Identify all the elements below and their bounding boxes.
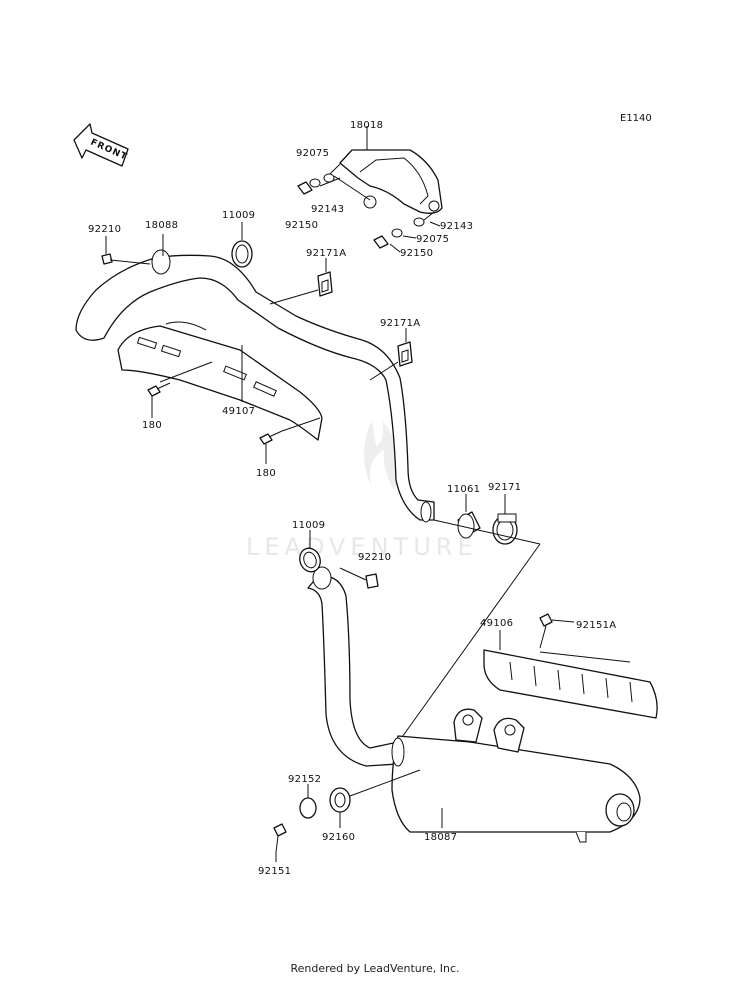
label-92151: 92151 <box>258 866 291 877</box>
label-92152: 92152 <box>288 774 321 785</box>
rear-exhaust-pipe <box>307 566 399 767</box>
gasket-11061 <box>457 511 481 539</box>
washer-92152 <box>299 797 317 819</box>
label-92171A-upper: 92171A <box>306 248 346 259</box>
front-direction-arrow: FRONT <box>73 123 129 167</box>
label-92210-lower: 92210 <box>358 552 391 563</box>
label-92171: 92171 <box>488 482 521 493</box>
label-11061: 11061 <box>447 484 480 495</box>
label-49106: 49106 <box>480 618 513 629</box>
grommet-92160 <box>329 787 351 813</box>
label-92143-upper: 92143 <box>311 204 344 215</box>
footer-credit: Rendered by LeadVenture, Inc. <box>290 962 459 975</box>
watermark-text: LEADVENTURE <box>246 533 478 561</box>
label-92160: 92160 <box>322 832 355 843</box>
label-49107: 49107 <box>222 406 255 417</box>
clamp-92171 <box>492 513 518 545</box>
bolt-92151 <box>273 823 287 853</box>
label-92210-upper: 92210 <box>88 224 121 235</box>
bolt-92150-lower <box>373 235 389 249</box>
washer-92143-lower <box>413 217 425 227</box>
heat-guard-49107 <box>117 321 323 441</box>
bolt-180-a <box>147 382 171 397</box>
watermark: LEADVENTURE <box>246 420 478 561</box>
exhaust-pipe-18088 <box>75 249 435 523</box>
label-18088: 18088 <box>145 220 178 231</box>
nut-92210-lower <box>365 573 379 589</box>
muffler-18087 <box>391 708 641 843</box>
gasket-11009-upper <box>231 240 253 268</box>
diagram-id: E1140 <box>620 113 652 124</box>
label-92143-lower: 92143 <box>440 221 473 232</box>
nut-92210-upper <box>101 253 113 265</box>
label-92171A-lower: 92171A <box>380 318 420 329</box>
bolt-92151A <box>539 613 553 649</box>
bolt-92150-upper <box>297 181 313 195</box>
washer-92075-lower <box>391 228 403 238</box>
label-180-a: 180 <box>142 420 162 431</box>
label-92075-upper: 92075 <box>296 148 329 159</box>
label-92150-upper: 92150 <box>285 220 318 231</box>
washer-92143-upper <box>309 178 321 188</box>
label-92151A: 92151A <box>576 620 616 631</box>
heat-guard-49106 <box>483 649 658 719</box>
clip-92171A-lower <box>397 341 413 367</box>
clip-92171A-upper <box>317 271 333 297</box>
label-92075-lower: 92075 <box>416 234 449 245</box>
label-18018: 18018 <box>350 120 383 131</box>
label-11009-lower: 11009 <box>292 520 325 531</box>
label-92150-lower: 92150 <box>400 248 433 259</box>
heat-guard-18018 <box>339 149 443 214</box>
gasket-11009-lower <box>299 547 321 573</box>
label-18087: 18087 <box>424 832 457 843</box>
label-11009-upper: 11009 <box>222 210 255 221</box>
label-180-b: 180 <box>256 468 276 479</box>
bolt-180-b <box>259 430 283 445</box>
